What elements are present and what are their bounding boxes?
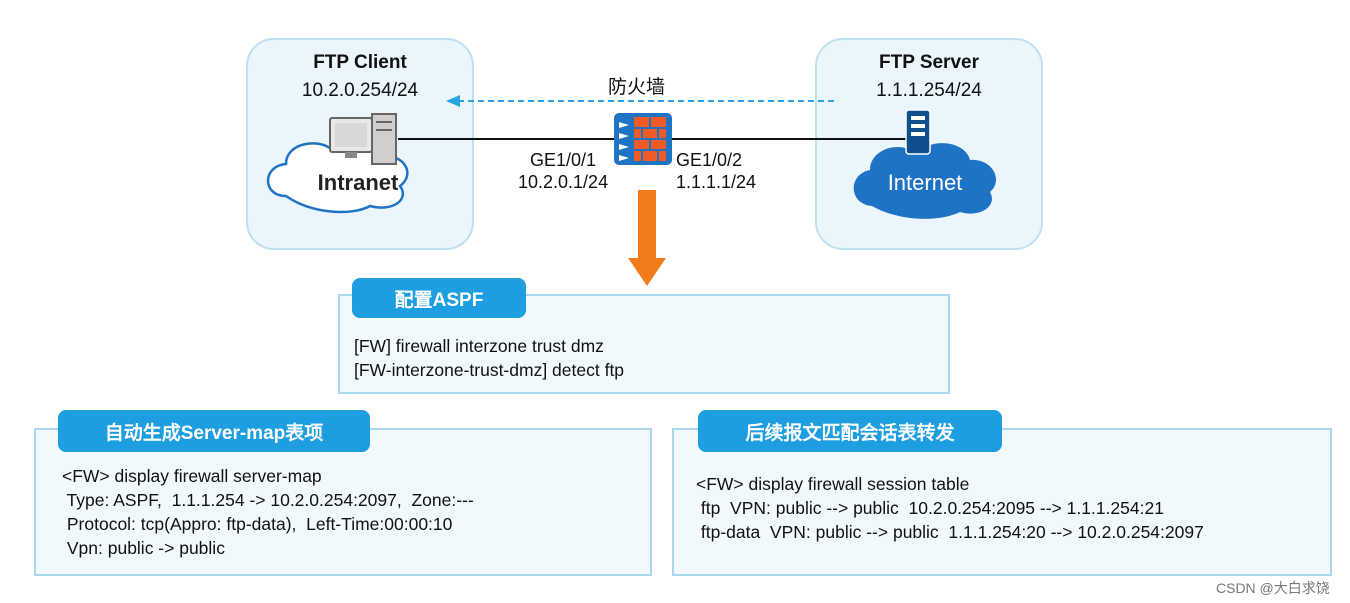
aspf-line-1: [FW] firewall interzone trust dmz — [354, 336, 604, 356]
watermark: CSDN @大白求饶 — [1216, 580, 1330, 596]
session-line-2: ftp VPN: public --> public 10.2.0.254:20… — [696, 498, 1164, 518]
intranet-label: Intranet — [317, 170, 399, 195]
aspf-panel — [338, 294, 950, 394]
config-arrow-shaft — [638, 190, 656, 260]
session-line-1: <FW> display firewall session table — [696, 474, 970, 494]
server-icon — [905, 109, 931, 155]
session-tab: 后续报文匹配会话表转发 — [698, 410, 1002, 452]
aspf-line-2: [FW-interzone-trust-dmz] detect ftp — [354, 360, 625, 380]
servermap-tab: 自动生成Server-map表项 — [58, 410, 370, 452]
server-ip: 1.1.1.254/24 — [876, 80, 982, 101]
left-port-ip: 10.2.0.1/24 — [518, 172, 609, 192]
left-port: GE1/0/1 — [530, 150, 597, 170]
servermap-line-1: <FW> display firewall server-map — [62, 466, 322, 486]
client-ip: 10.2.0.254/24 — [301, 80, 419, 101]
aspf-tab: 配置ASPF — [352, 278, 526, 318]
config-arrowhead — [628, 258, 666, 286]
firewall-icon — [614, 113, 672, 165]
firewall-label: 防火墙 — [608, 77, 666, 98]
right-port-ip: 1.1.1.1/24 — [676, 172, 757, 192]
servermap-line-3: Protocol: tcp(Appro: ftp-data), Left-Tim… — [62, 514, 453, 534]
pc-icon — [329, 113, 397, 165]
server-title: FTP Server — [879, 52, 979, 73]
network-diagram — [266, 95, 997, 286]
servermap-line-4: Vpn: public -> public — [62, 538, 225, 558]
return-flow-arrowhead — [446, 95, 460, 107]
internet-label: Internet — [887, 170, 963, 195]
internet-cloud-icon — [853, 143, 997, 219]
session-panel — [672, 428, 1332, 576]
client-title: FTP Client — [313, 52, 407, 73]
right-port: GE1/0/2 — [676, 150, 743, 170]
servermap-line-2: Type: ASPF, 1.1.1.254 -> 10.2.0.254:2097… — [62, 490, 474, 510]
session-line-3: ftp-data VPN: public --> public 1.1.1.25… — [696, 522, 1204, 542]
